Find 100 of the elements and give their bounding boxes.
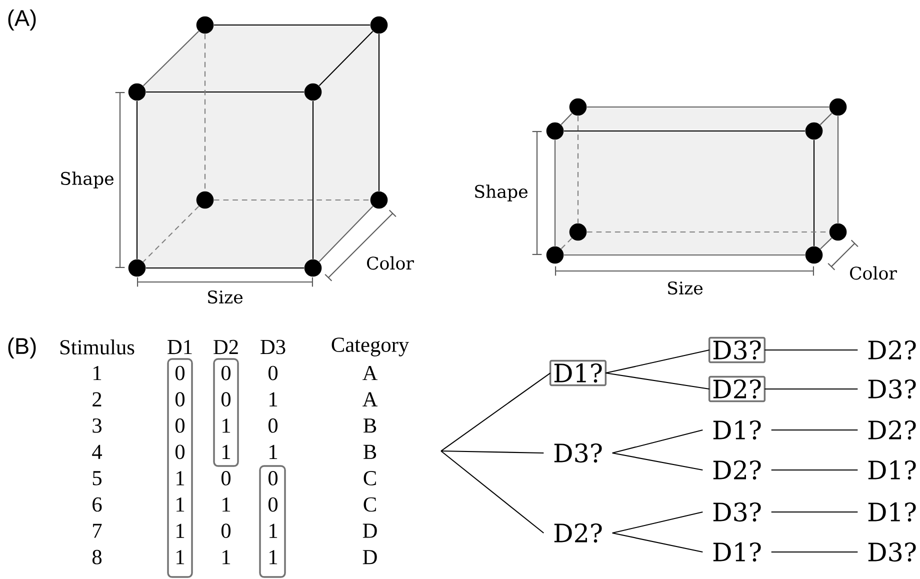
panel-label: (B) — [8, 337, 36, 359]
question-label: D2? — [868, 420, 916, 440]
tree-branch — [612, 512, 703, 534]
table-cell: 3 — [92, 418, 102, 433]
table-cell: A — [362, 392, 378, 406]
table-cell: 8 — [92, 550, 102, 564]
vertex-dot — [805, 246, 823, 264]
vertex-dot — [805, 122, 823, 140]
box-edge — [136, 100, 138, 260]
table-cell: 7 — [93, 524, 102, 538]
question-box: D1? — [549, 360, 607, 386]
table-cell: 0 — [268, 418, 278, 433]
question-label: D2? — [713, 460, 761, 480]
box-edge — [564, 130, 806, 132]
question-label: D1? — [868, 460, 916, 480]
question-label: D1? — [713, 542, 761, 562]
table-cell: 1 — [222, 497, 230, 512]
box-edge — [204, 34, 206, 192]
vertex-dot — [304, 259, 322, 277]
table-cell: 0 — [175, 444, 185, 460]
box-edge — [143, 30, 200, 86]
table-cell: 1 — [222, 444, 230, 459]
tree-branch — [606, 349, 710, 374]
table-cell: 1 — [270, 524, 278, 538]
table-cell: 1 — [176, 550, 184, 564]
table-cell: 5 — [92, 471, 102, 486]
box-edge — [146, 267, 304, 269]
axis-label: Color — [367, 256, 414, 270]
table-cell: 0 — [222, 392, 231, 406]
tree-branch — [606, 372, 710, 390]
question-box: D3? — [708, 336, 766, 364]
vertex-dot — [128, 259, 146, 277]
question-label: D3? — [868, 379, 916, 399]
table-cell: 1 — [270, 392, 278, 406]
table-cell: 1 — [176, 497, 184, 512]
table-cell: 1 — [94, 366, 102, 380]
table-cell: 1 — [270, 550, 278, 564]
table-cell: C — [364, 497, 376, 512]
box-edge — [214, 24, 370, 26]
vertex-dot — [196, 191, 214, 209]
table-cell: 1 — [222, 550, 230, 564]
column-header: Category — [332, 338, 410, 356]
vertex-dot — [546, 246, 564, 264]
box-edge — [813, 140, 815, 246]
table-cell: 1 — [270, 444, 278, 459]
table-cell: 0 — [268, 497, 278, 512]
tree-branch — [771, 551, 858, 553]
vertex-dot — [128, 83, 146, 101]
question-label: D1? — [868, 502, 916, 522]
box-edge — [577, 116, 579, 224]
box-edge — [146, 91, 304, 93]
table-cell: 1 — [176, 471, 184, 486]
column-header: D2 — [214, 340, 238, 354]
tree-branch — [612, 452, 703, 471]
panel-label: (A) — [8, 9, 36, 31]
tree-branch — [771, 429, 858, 431]
vertex-dot — [829, 98, 847, 116]
question-label: D3? — [713, 502, 761, 522]
table-cell: 1 — [222, 418, 230, 433]
vertex-dot — [546, 122, 564, 140]
table-cell: 4 — [92, 444, 102, 459]
tree-branch — [764, 349, 858, 351]
box-edge — [820, 112, 832, 126]
tree-branch — [771, 469, 858, 471]
question-label: D2? — [554, 523, 602, 543]
question-label: D3? — [868, 542, 916, 562]
column-header: D1 — [168, 340, 192, 354]
vertex-dot — [569, 98, 587, 116]
box-edge — [564, 254, 806, 256]
question-box: D2? — [708, 376, 766, 402]
axis-label: Shape — [61, 172, 114, 188]
table-cell: D — [362, 550, 377, 564]
vertex-dot — [370, 16, 388, 34]
tree-branch — [612, 429, 703, 454]
axis-label: Color — [850, 266, 897, 280]
box-edge — [560, 113, 572, 125]
axis-label: Shape — [475, 184, 528, 202]
box-edge — [837, 116, 839, 224]
box-edge — [586, 106, 830, 108]
tree-branch — [441, 450, 544, 454]
question-label: D1? — [713, 420, 761, 440]
box-edge — [560, 238, 572, 250]
vertex-dot — [569, 223, 587, 241]
box-edge — [554, 140, 556, 246]
table-cell: B — [364, 444, 376, 459]
table-cell: 0 — [175, 418, 185, 433]
axis-label: Size — [668, 281, 703, 295]
vertex-dot — [196, 16, 214, 34]
box-edge — [318, 206, 374, 262]
table-cell: 0 — [222, 366, 231, 380]
box-edge — [214, 199, 370, 201]
tree-branch — [440, 372, 551, 452]
question-label: D3? — [554, 443, 602, 463]
tree-branch — [612, 532, 703, 553]
table-cell: 0 — [175, 366, 185, 380]
table-cell: 0 — [175, 392, 185, 406]
table-cell: A — [362, 366, 378, 380]
table-cell: 0 — [222, 524, 231, 538]
table-cell: 6 — [92, 497, 102, 512]
table-cell: D — [362, 524, 377, 538]
